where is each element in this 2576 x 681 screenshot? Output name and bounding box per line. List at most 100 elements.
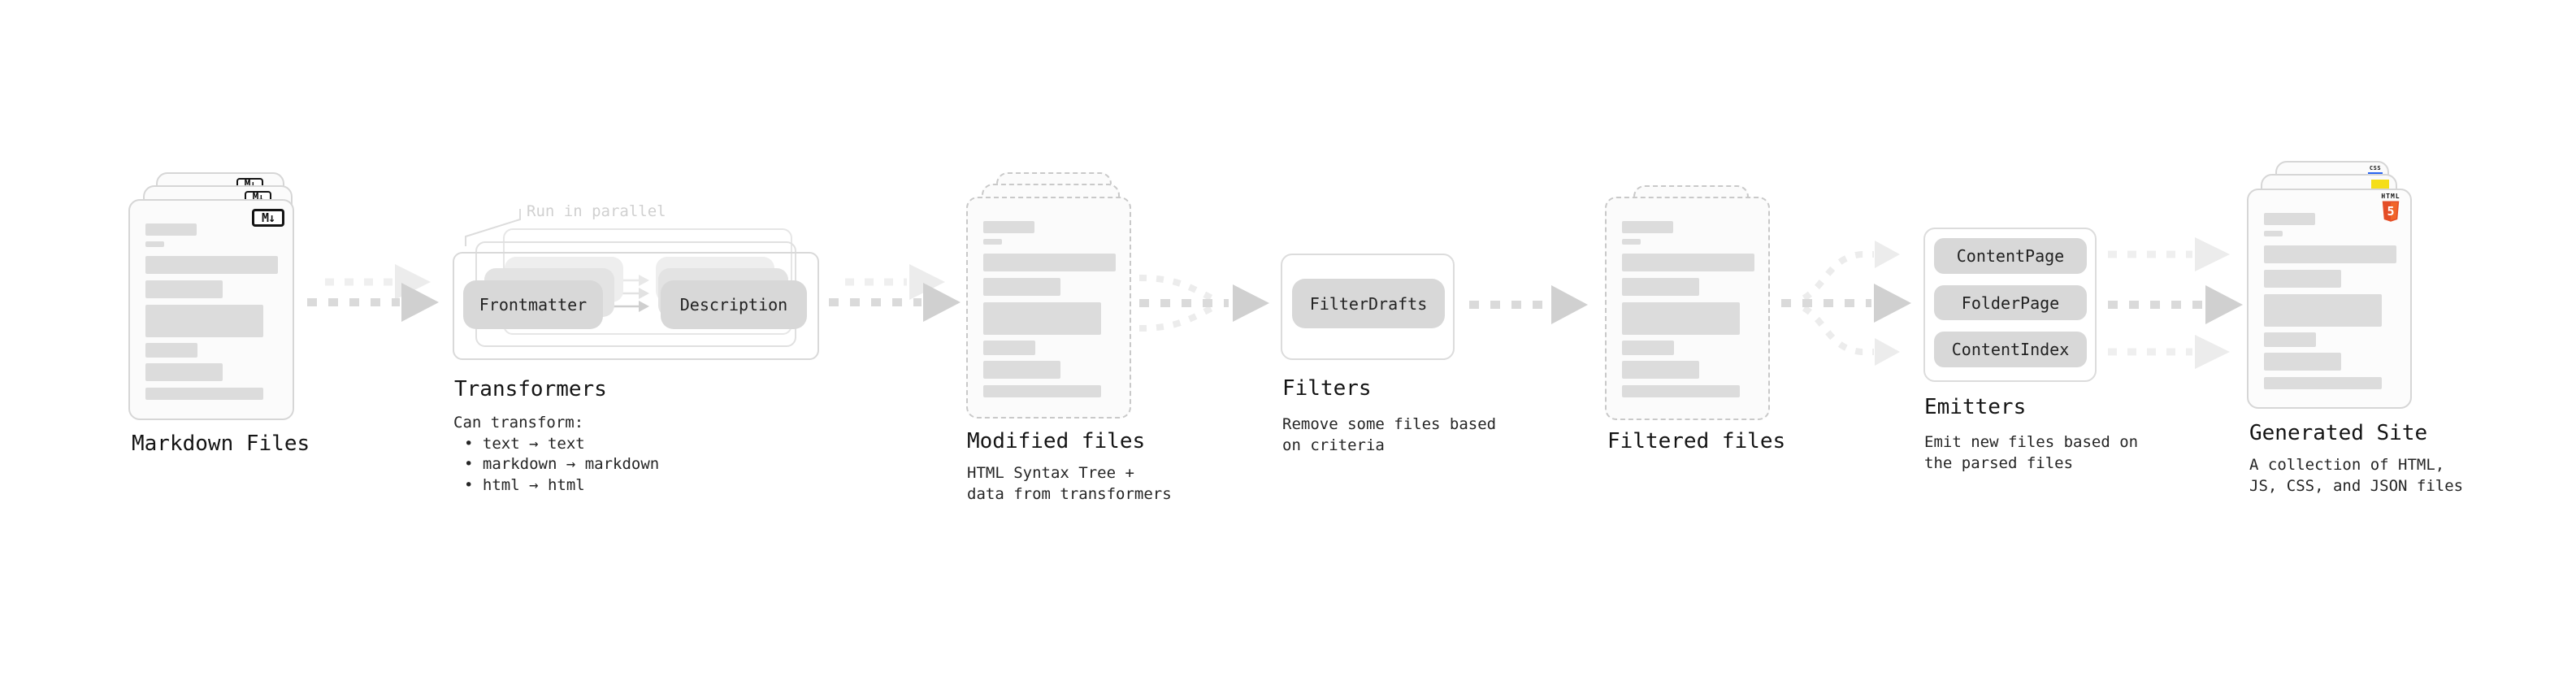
skeleton-line [983,221,1034,233]
arrowhead-icon [639,288,649,299]
arrowhead-icon [1233,284,1269,322]
desc-line: HTML Syntax Tree + [967,464,1134,482]
desc-line: Can transform: [453,414,584,432]
stage-label-transformers: Transformers [454,377,607,401]
arrowhead-icon [2195,335,2230,369]
converge-curve [1138,275,1218,304]
arrowhead-icon [923,283,961,322]
skeleton-line [145,388,263,400]
skeleton-line [983,239,1002,245]
generated-site-description: A collection of HTML, JS, CSS, and JSON … [2249,455,2463,497]
desc-bullet: • markdown → markdown [464,455,660,473]
html5-icon-number: 5 [2387,204,2395,219]
contentindex-button: ContentIndex [1934,332,2087,367]
skeleton-line [2264,231,2283,236]
skeleton-line [2264,332,2316,347]
css-icon-label: CSS [2369,165,2382,171]
skeleton-line [983,385,1101,397]
skeleton-line [145,280,223,298]
filterdrafts-button: FilterDrafts [1292,279,1445,328]
skeleton-line [983,278,1060,296]
stage-label-generated-site: Generated Site [2249,421,2428,445]
arrowhead-icon [639,301,649,312]
file-skeleton [2249,213,2410,389]
desc-line: the parsed files [1924,453,2074,472]
html5-shield-shape [2382,201,2400,222]
skeleton-line [2264,294,2382,327]
arrowhead-icon [1875,338,1900,366]
skeleton-line [145,256,278,274]
arrow-modified-to-filters [1138,275,1269,332]
arrow-emitters-to-site [2108,237,2243,369]
skeleton-line [2264,377,2382,389]
desc-line: JS, CSS, and JSON files [2249,476,2464,495]
arrowhead-icon [2195,237,2230,271]
filters-description: Remove some files based on criteria [1282,414,1496,456]
skeleton-line [2264,353,2341,371]
arrow-transformers-to-modified [829,264,961,322]
markdown-icon: M↓ [252,209,284,227]
js-icon [2371,180,2389,189]
arrowhead-icon [909,264,945,300]
skeleton-line [1622,239,1641,245]
desc-line: on criteria [1282,436,1385,454]
stage-label-emitters: Emitters [1924,395,2027,419]
skeleton-line [983,361,1060,379]
skeleton-line [145,343,197,358]
skeleton-line [1622,361,1699,379]
arrowhead-icon [639,275,649,286]
arrowhead-icon [1874,284,1911,323]
skeleton-line [145,363,223,381]
diverge-curve [1802,305,1874,355]
generated-file-html: HTML 5 [2247,189,2412,409]
frontmatter-button: Frontmatter [463,280,603,329]
skeleton-line [2264,213,2315,225]
skeleton-line [2264,245,2396,263]
html5-icon-word: HTML [2381,193,2400,200]
desc-line: data from transformers [967,484,1172,503]
skeleton-line [1622,302,1740,335]
stage-label-filters: Filters [1282,376,1372,401]
arrow-markdown-to-transformers [307,264,439,322]
markdown-file-front: M↓ [128,199,294,420]
arrow-filters-to-filtered [1469,285,1588,324]
desc-line: A collection of HTML, [2249,456,2445,474]
skeleton-line [983,302,1101,335]
skeleton-line [1622,340,1674,355]
filtered-file-front [1605,197,1770,420]
skeleton-line [145,223,197,236]
modified-files-description: HTML Syntax Tree + data from transformer… [967,463,1172,505]
skeleton-line [983,340,1035,355]
arrowhead-icon [2205,285,2243,324]
folderpage-button: FolderPage [1934,285,2087,320]
skeleton-line [1622,254,1754,271]
skeleton-line [2264,270,2341,288]
stage-label-filtered-files: Filtered files [1607,429,1786,453]
run-in-parallel-label: Run in parallel [527,202,666,220]
modified-file-front [966,197,1131,419]
stage-label-modified-files: Modified files [967,429,1146,453]
file-skeleton [1607,221,1768,397]
desc-line: Remove some files based [1282,415,1497,433]
skeleton-line [1622,278,1699,296]
css-icon-bar [2368,172,2383,175]
emitters-description: Emit new files based on the parsed files [1924,432,2138,474]
skeleton-line [1622,221,1673,233]
arrowhead-icon [401,283,439,322]
file-skeleton [130,223,293,400]
html5-icon-shield: 5 [2380,201,2401,223]
contentpage-button: ContentPage [1934,238,2087,274]
arrowhead-icon [1551,285,1588,324]
diverge-curve [1802,251,1874,301]
desc-line: Emit new files based on [1924,433,2139,451]
converge-curve [1138,302,1218,332]
skeleton-line [983,254,1116,271]
arrow-filtered-to-emitters [1781,241,1911,366]
desc-bullet: • html → html [464,475,585,494]
skeleton-line [145,241,164,247]
transformers-description: Can transform: • text → text • markdown … [453,413,659,496]
skeleton-line [145,305,263,337]
description-button: Description [661,280,807,329]
